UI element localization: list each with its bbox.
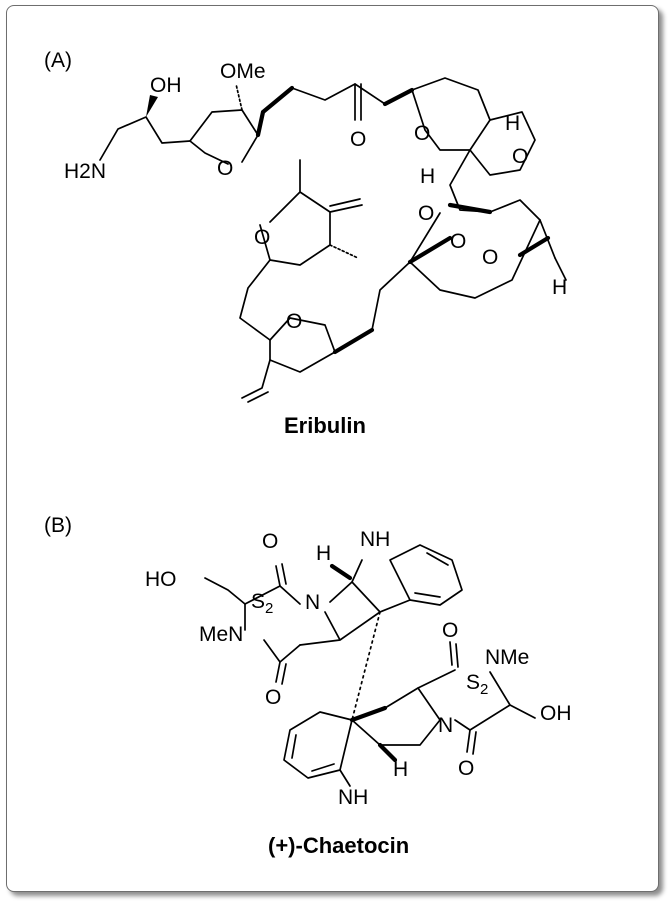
atom-o: O — [286, 310, 302, 333]
atom-h: H — [505, 112, 520, 135]
atom-o: O — [254, 226, 270, 249]
atom-nh: NH — [338, 786, 368, 809]
atom-h: H — [420, 165, 435, 188]
atom-o: O — [450, 230, 466, 253]
atom-nh: NH — [360, 528, 390, 551]
atom-men: MeN — [199, 623, 243, 646]
atom-o: O — [512, 145, 528, 168]
panel-b-label: (B) — [44, 514, 72, 537]
atom-oh: OH — [540, 702, 572, 725]
atom-o: O — [265, 686, 281, 709]
atom-ome: OMe — [220, 60, 266, 83]
atom-h: H — [393, 758, 408, 781]
chaetocin-structure: NH H N O HO S2 MeN O N O S2 NMe OH O — [145, 528, 572, 858]
eribulin-structure: OH H2N O OMe O O O H H O O O H O — [64, 60, 567, 438]
atom-nme: NMe — [485, 646, 529, 669]
atom-n: N — [305, 591, 320, 614]
figure-frame — [6, 5, 659, 892]
atom-o: O — [217, 157, 233, 180]
wedge-bond — [146, 95, 158, 117]
atom-o: O — [262, 530, 278, 553]
atom-o: O — [350, 128, 366, 151]
atom-h2n: H2N — [64, 160, 106, 183]
eribulin-caption: Eribulin — [284, 413, 366, 438]
atom-s2-lower: S2 — [466, 671, 488, 698]
atom-o: O — [414, 122, 430, 145]
atom-ho: HO — [145, 568, 177, 591]
atom-h: H — [552, 276, 567, 299]
atom-n: N — [438, 714, 453, 737]
atom-h: H — [316, 542, 331, 565]
atom-o: O — [418, 202, 434, 225]
atom-s2: S2 — [251, 590, 273, 617]
chaetocin-caption: (+)-Chaetocin — [268, 833, 409, 858]
atom-oh: OH — [150, 74, 182, 97]
atom-o: O — [458, 757, 474, 780]
panel-a-label: (A) — [44, 49, 72, 72]
atom-o: O — [482, 246, 498, 269]
atom-o: O — [442, 619, 458, 642]
